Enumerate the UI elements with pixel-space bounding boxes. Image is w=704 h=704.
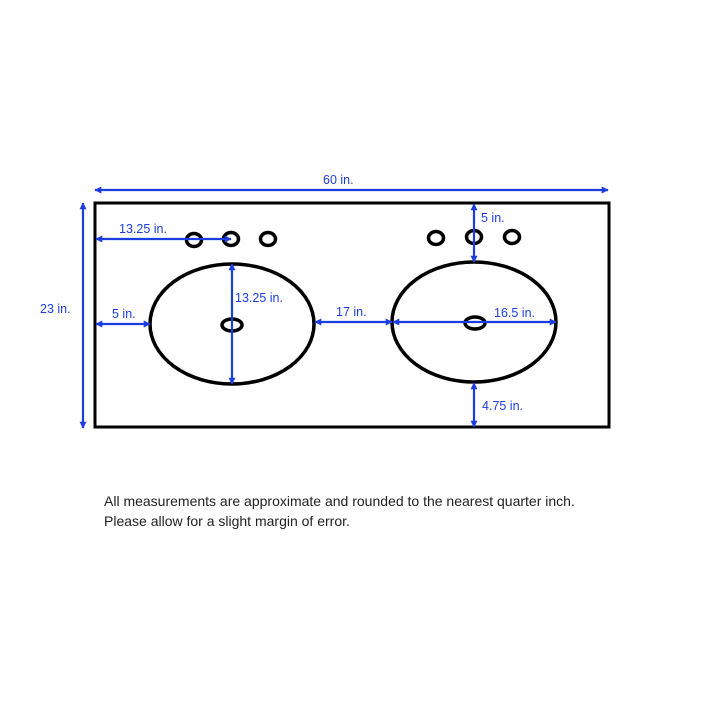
between-sinks-label: 17 in. xyxy=(336,305,367,319)
disclaimer-line-2: Please allow for a slight margin of erro… xyxy=(104,513,350,529)
left-edge-offset-label: 5 in. xyxy=(112,307,136,321)
front-edge-offset-label: 4.75 in. xyxy=(482,399,523,413)
back-edge-offset-label: 5 in. xyxy=(481,211,505,225)
right-faucet-hole-3 xyxy=(502,228,522,246)
overall-depth-label: 23 in. xyxy=(40,302,71,316)
right-sink-width-label: 16.5 in. xyxy=(494,306,535,320)
right-faucet-hole-1 xyxy=(426,229,446,247)
left-sink-depth-label: 13.25 in. xyxy=(235,291,283,305)
faucet-offset-label: 13.25 in. xyxy=(119,222,167,236)
countertop-outline xyxy=(93,201,611,429)
left-faucet-hole-3 xyxy=(258,230,278,248)
measurement-disclaimer: All measurements are approximate and rou… xyxy=(104,491,684,531)
overall-width-label: 60 in. xyxy=(323,173,354,187)
disclaimer-line-1: All measurements are approximate and rou… xyxy=(104,493,575,509)
